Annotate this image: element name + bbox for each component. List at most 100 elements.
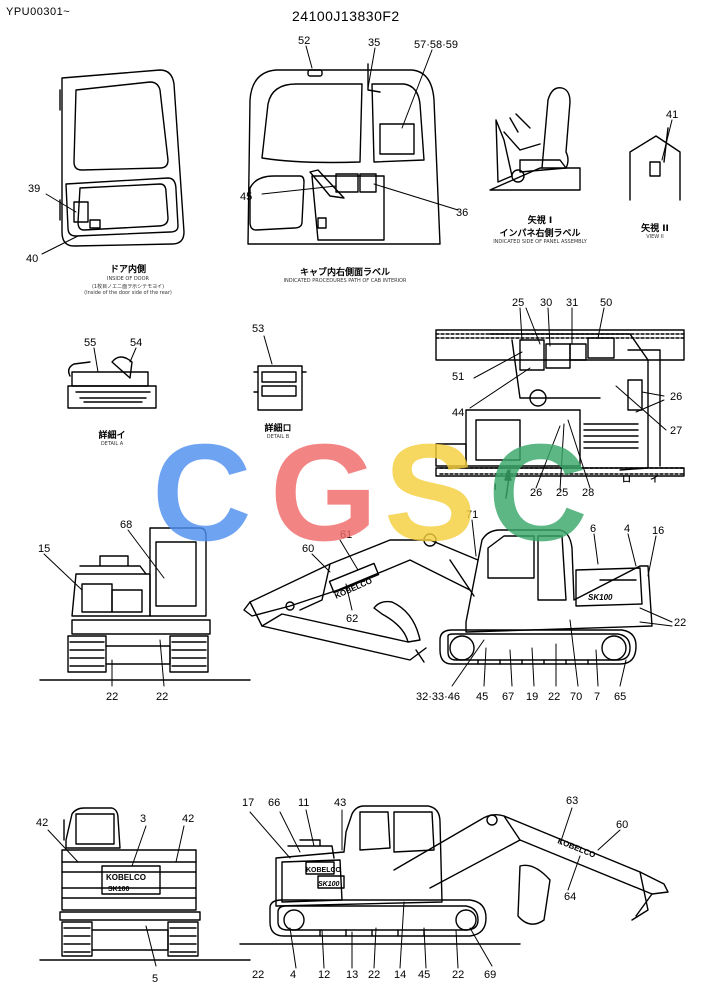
callout-c42a: 42 (36, 817, 48, 829)
callout-c52: 52 (298, 35, 310, 47)
detail-b-marker: ロ (622, 474, 631, 484)
watermark-letter: C (152, 416, 252, 570)
leader-lines (41, 45, 673, 969)
seat-view-drawing (489, 87, 581, 191)
callout-c5: 5 (152, 973, 158, 985)
callout-c22e: 22 (252, 969, 264, 981)
callout-c39: 39 (28, 183, 40, 195)
watermark-letter: G (270, 416, 377, 570)
watermark-letter: S (384, 416, 476, 570)
detail-a-caption: 詳細イ (98, 431, 126, 441)
callout-c60a: 60 (302, 543, 314, 555)
callout-c67: 67 (502, 691, 514, 703)
door-sub-3: (Inside of the door side of the rear) (84, 290, 172, 296)
view2-drawing (629, 127, 681, 201)
view2-caption: 矢視 II (641, 224, 669, 234)
watermark-letter: C (488, 416, 588, 570)
view1-sub: INDICATED SIDE OF PANEL ASSEMBLY (493, 239, 587, 245)
view1-caption: 矢視 I (527, 216, 553, 226)
callout-c41: 41 (666, 109, 678, 121)
door-sub-2: (1枚目ノエニ面ヲ示シテモヨイ) (91, 284, 165, 290)
callout-c42b: 42 (182, 813, 194, 825)
detail-a-marker: イ (650, 474, 659, 484)
callout-c36: 36 (456, 207, 468, 219)
callout-c14: 14 (394, 969, 406, 981)
part-number: 24100J13830F2 (292, 8, 400, 24)
upper-structure-drawing (435, 329, 685, 499)
callout-c53: 53 (252, 323, 264, 335)
callout-c70: 70 (570, 691, 582, 703)
door-drawing (59, 69, 185, 247)
rear-side-model-decal: SK100 (318, 881, 340, 888)
side-model-decal: SK100 (588, 593, 613, 602)
callout-c31: 31 (566, 297, 578, 309)
callout-c323346: 32·33·46 (416, 691, 460, 703)
callout-c63: 63 (566, 795, 578, 807)
callout-c30: 30 (540, 297, 552, 309)
detail-b-drawing (253, 365, 307, 411)
door-caption: ドア内側 (109, 265, 146, 275)
callout-c7: 7 (594, 691, 600, 703)
rear-side-brand-decal: KOBELCO (306, 867, 342, 874)
side-view-drawing (243, 529, 653, 665)
door-sub-1: INSIDE OF DOOR (106, 276, 150, 282)
serial-range: YPU00301~ (6, 6, 71, 18)
callout-c15: 15 (38, 543, 50, 555)
callout-c19: 19 (526, 691, 538, 703)
callout-c60b: 60 (616, 819, 628, 831)
rear-view-drawing (39, 807, 251, 961)
front-view-drawing (39, 527, 251, 681)
callout-c13: 13 (346, 969, 358, 981)
callout-c25a: 25 (512, 297, 524, 309)
cab-interior-drawing (247, 63, 441, 245)
arm-brand-decal: KOBELCO (556, 836, 596, 859)
callout-c3: 3 (140, 813, 146, 825)
callout-c16: 16 (652, 525, 664, 537)
detail-b-caption: 詳細ロ (264, 424, 292, 434)
callout-c68: 68 (120, 519, 132, 531)
arrow-i-label: I (494, 482, 497, 492)
cab-sub: INDICATED PROCEDURES PATH OF CAB INTERIO… (283, 278, 407, 284)
view2-sub: VIEW II (646, 234, 664, 240)
callout-c26a: 26 (670, 391, 682, 403)
callout-c50: 50 (600, 297, 612, 309)
callout-c12: 12 (318, 969, 330, 981)
callout-c54: 54 (130, 337, 142, 349)
callout-c11: 11 (298, 797, 309, 809)
callout-c71: 71 (466, 509, 478, 521)
callout-c27: 27 (670, 425, 682, 437)
callout-c22d: 22 (548, 691, 560, 703)
callout-c6: 6 (590, 523, 596, 535)
callout-c45c: 45 (418, 969, 430, 981)
callout-c64: 64 (564, 891, 576, 903)
view1-caption-2: インパネ右側ラベル (499, 229, 581, 239)
callout-c22a: 22 (674, 617, 686, 629)
callout-c61: 61 (340, 529, 352, 541)
callout-c51: 51 (452, 371, 464, 383)
rear-brand-decal: KOBELCO (106, 873, 146, 882)
callout-c17: 17 (242, 797, 254, 809)
callout-c69: 69 (484, 969, 496, 981)
callout-c575859: 57·58·59 (414, 39, 458, 51)
callout-c45a: 45 (240, 191, 252, 203)
callout-c22f: 22 (368, 969, 380, 981)
callout-c25b: 25 (556, 487, 568, 499)
callout-c4b: 4 (290, 969, 296, 981)
callout-c28: 28 (582, 487, 594, 499)
callout-c35: 35 (368, 37, 380, 49)
callout-c22g: 22 (452, 969, 464, 981)
boom-brand-decal: KOBELCO (333, 576, 373, 600)
detail-a-sub: DETAIL A (100, 441, 124, 447)
callout-c62: 62 (346, 613, 358, 625)
cab-caption: キャブ内右側面ラベル (299, 268, 390, 278)
callout-c22c: 22 (156, 691, 168, 703)
rear-side-view-drawing (239, 805, 669, 945)
callout-c55: 55 (84, 337, 96, 349)
callout-c26b: 26 (530, 487, 542, 499)
callout-c45b: 45 (476, 691, 488, 703)
callout-c44: 44 (452, 407, 464, 419)
callout-c66: 66 (268, 797, 280, 809)
